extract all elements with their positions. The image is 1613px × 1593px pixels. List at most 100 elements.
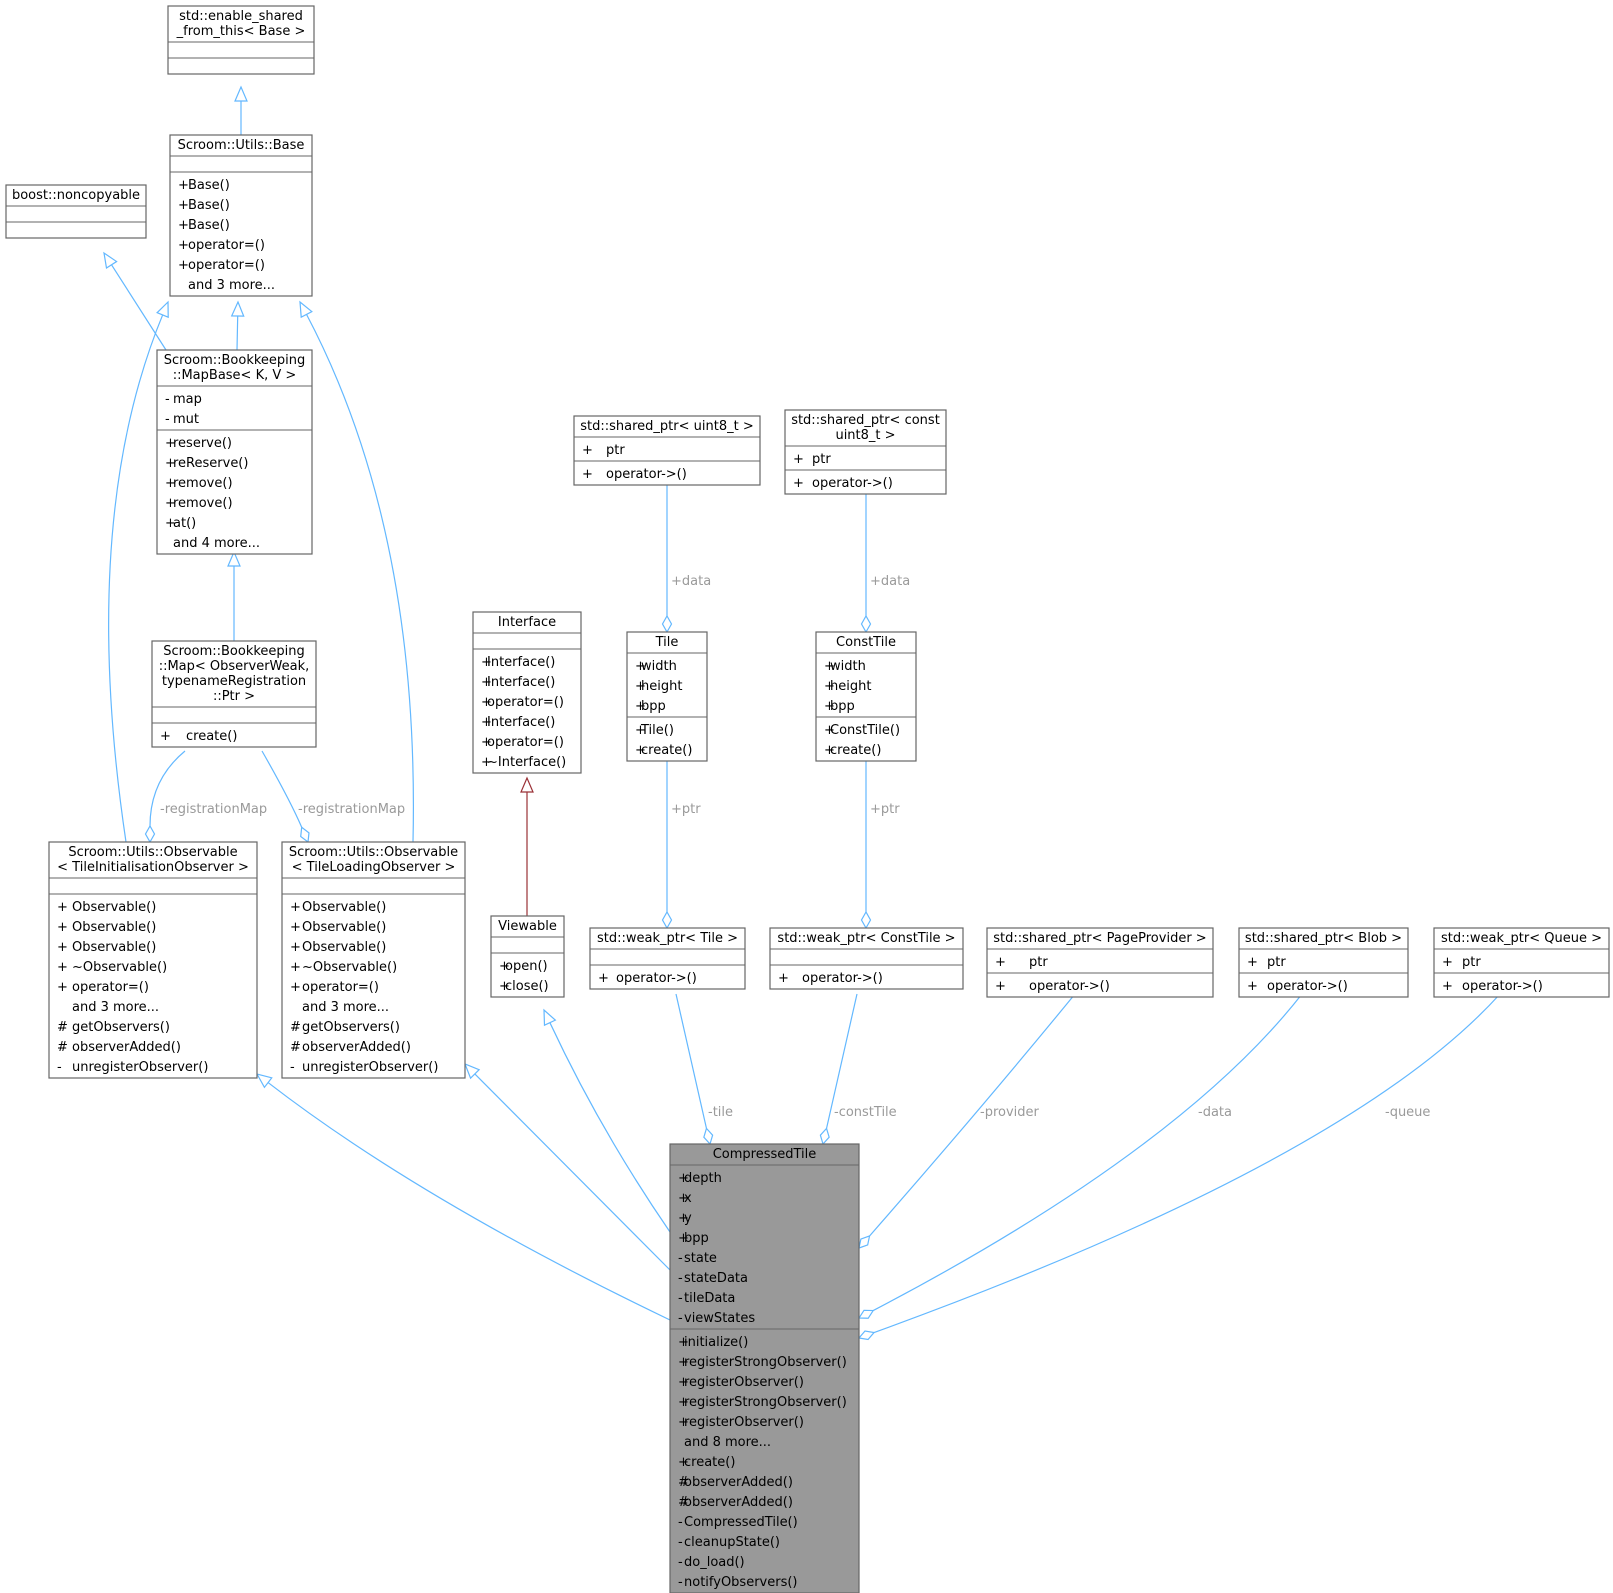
member-operation: unregisterObserver() bbox=[72, 1060, 208, 1075]
member-visibility: + bbox=[290, 900, 301, 915]
member-visibility: + bbox=[582, 443, 593, 458]
member-operation: and 3 more... bbox=[188, 278, 275, 293]
member-operation: operator=() bbox=[72, 980, 149, 995]
member-visibility: + bbox=[778, 971, 789, 986]
edge-label: +ptr bbox=[671, 802, 701, 817]
edge-label: -constTile bbox=[834, 1105, 897, 1120]
class-consttile[interactable]: ConstTile+width+height+bpp+ConstTile()+c… bbox=[815, 631, 917, 762]
member-visibility: + bbox=[678, 1171, 689, 1186]
member-visibility: + bbox=[165, 436, 176, 451]
member-visibility: + bbox=[635, 679, 646, 694]
class-box bbox=[573, 415, 761, 486]
edge-mapbase-to-noncopyable bbox=[103, 251, 167, 351]
member-operation: and 3 more... bbox=[302, 1000, 389, 1015]
edge-compressedtile-to-weak-tile bbox=[675, 993, 714, 1146]
member-visibility: + bbox=[678, 1375, 689, 1390]
member-visibility: - bbox=[678, 1311, 683, 1326]
class-map-observerweak[interactable]: Scroom::Bookkeeping::Map< ObserverWeak, … bbox=[151, 640, 317, 748]
aggregation-diamond bbox=[300, 826, 310, 844]
class-name: std::enable_shared bbox=[179, 9, 303, 24]
class-name: < TileInitialisationObserver > bbox=[57, 860, 249, 875]
class-noncopyable[interactable]: boost::noncopyable bbox=[5, 184, 147, 239]
member-operation: operator=() bbox=[302, 980, 379, 995]
aggregation-diamond bbox=[144, 824, 156, 844]
class-weak-queue[interactable]: std::weak_ptr< Queue >+ptr+operator->() bbox=[1433, 927, 1610, 998]
member-visibility: + bbox=[499, 959, 510, 974]
member-visibility: + bbox=[481, 755, 492, 770]
class-weak-tile[interactable]: std::weak_ptr< Tile >+operator->() bbox=[589, 927, 746, 990]
member-operation: Base() bbox=[188, 178, 230, 193]
edge-label: -tile bbox=[708, 1105, 733, 1120]
class-compressedtile[interactable]: CompressedTile+depth+x+y+bpp-state-state… bbox=[669, 1143, 860, 1593]
member-operation: observerAdded() bbox=[302, 1040, 411, 1055]
member-attribute: width bbox=[641, 659, 677, 674]
edge-label: -provider bbox=[980, 1105, 1040, 1120]
class-name: typenameRegistration bbox=[162, 674, 306, 689]
member-visibility: + bbox=[160, 729, 171, 744]
member-visibility: + bbox=[824, 743, 835, 758]
member-visibility: + bbox=[995, 979, 1006, 994]
member-operation: ~Observable() bbox=[72, 960, 167, 975]
class-box bbox=[626, 631, 708, 762]
member-visibility: + bbox=[481, 735, 492, 750]
edge-label: +ptr bbox=[870, 802, 900, 817]
member-visibility: + bbox=[1247, 979, 1258, 994]
class-tile[interactable]: Tile+width+height+bpp+Tile()+create() bbox=[626, 631, 708, 762]
class-box bbox=[1238, 927, 1409, 998]
member-attribute: tileData bbox=[684, 1291, 735, 1306]
edge-label: -data bbox=[1198, 1105, 1232, 1120]
edge-compressedtile-to-shared-blob bbox=[857, 993, 1303, 1319]
member-operation: Observable() bbox=[302, 900, 386, 915]
member-visibility: + bbox=[824, 679, 835, 694]
member-operation: and 4 more... bbox=[173, 536, 260, 551]
class-observable-tileinit[interactable]: Scroom::Utils::Observable< TileInitialis… bbox=[48, 841, 258, 1079]
member-visibility: + bbox=[678, 1415, 689, 1430]
member-visibility: - bbox=[678, 1555, 683, 1570]
class-name: Viewable bbox=[498, 919, 557, 934]
edge-line bbox=[873, 993, 1501, 1334]
member-visibility: + bbox=[598, 971, 609, 986]
member-operation: Observable() bbox=[72, 900, 156, 915]
member-visibility: - bbox=[678, 1271, 683, 1286]
class-name: std::shared_ptr< PageProvider > bbox=[993, 931, 1206, 946]
member-operation: Observable() bbox=[302, 920, 386, 935]
member-operation: operator->() bbox=[616, 971, 697, 986]
member-attribute: viewStates bbox=[684, 1311, 755, 1326]
class-interface[interactable]: Interface+Interface()+Interface()+operat… bbox=[472, 611, 582, 774]
class-shared-uint8[interactable]: std::shared_ptr< uint8_t >+ptr+operator-… bbox=[573, 415, 761, 486]
class-name: < TileLoadingObserver > bbox=[292, 860, 456, 875]
member-visibility: - bbox=[165, 392, 170, 407]
edge-weak-tile-to-tile bbox=[661, 758, 673, 930]
member-operation: operator=() bbox=[188, 238, 265, 253]
member-operation: operator->() bbox=[1029, 979, 1110, 994]
class-name: Scroom::Utils::Observable bbox=[289, 845, 458, 860]
edge-consttile-to-shared-const-uint8 bbox=[860, 490, 872, 634]
member-visibility: - bbox=[678, 1575, 683, 1590]
class-weak-consttile[interactable]: std::weak_ptr< ConstTile >+operator->() bbox=[769, 927, 964, 990]
member-visibility: + bbox=[290, 960, 301, 975]
member-visibility: + bbox=[165, 516, 176, 531]
class-name: ::MapBase< K, V > bbox=[173, 368, 297, 383]
class-utils-base[interactable]: Scroom::Utils::Base+Base()+Base()+Base()… bbox=[169, 134, 313, 297]
class-name: std::weak_ptr< Queue > bbox=[1441, 931, 1602, 946]
class-enable-shared[interactable]: std::enable_shared_from_this< Base > bbox=[167, 5, 315, 75]
member-visibility: - bbox=[165, 412, 170, 427]
member-visibility: + bbox=[57, 940, 68, 955]
member-operation: getObservers() bbox=[302, 1020, 400, 1035]
class-shared-pageprovider[interactable]: std::shared_ptr< PageProvider >+ptr+oper… bbox=[986, 927, 1214, 998]
member-visibility: # bbox=[678, 1475, 689, 1490]
aggregation-diamond bbox=[857, 1309, 875, 1319]
edge-weak-consttile-to-consttile bbox=[860, 758, 872, 930]
member-operation: ConstTile() bbox=[830, 723, 900, 738]
class-observable-tileload[interactable]: Scroom::Utils::Observable< TileLoadingOb… bbox=[281, 841, 466, 1079]
class-shared-blob[interactable]: std::shared_ptr< Blob >+ptr+operator->() bbox=[1238, 927, 1409, 998]
class-mapbase[interactable]: Scroom::Bookkeeping::MapBase< K, V >-map… bbox=[156, 349, 313, 555]
class-name: Scroom::Bookkeeping bbox=[164, 353, 306, 368]
member-attribute: stateData bbox=[684, 1271, 748, 1286]
class-name: std::weak_ptr< ConstTile > bbox=[777, 931, 955, 946]
member-operation: operator->() bbox=[1462, 979, 1543, 994]
edge-line bbox=[149, 750, 186, 827]
class-viewable[interactable]: Viewable+open()+close() bbox=[490, 915, 565, 998]
member-visibility: + bbox=[678, 1455, 689, 1470]
